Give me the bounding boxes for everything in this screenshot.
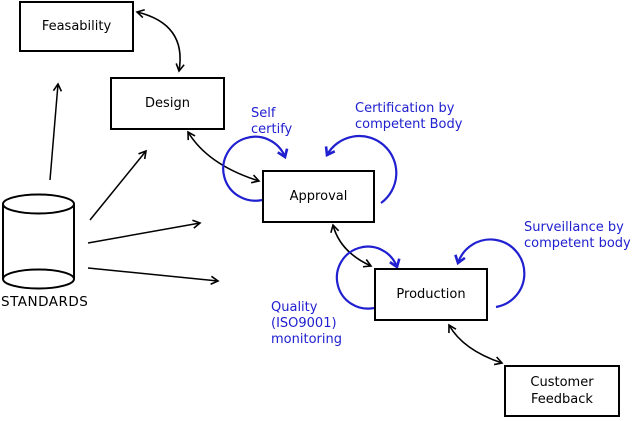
node-production-label: Production xyxy=(396,287,466,302)
arrow-production-customer xyxy=(448,323,504,366)
loop-self-certify xyxy=(222,135,285,202)
node-customer-feedback: Customer Feedback xyxy=(504,365,620,417)
node-approval: Approval xyxy=(262,170,375,223)
node-feasability-label: Feasability xyxy=(41,19,112,34)
node-approval-label: Approval xyxy=(289,189,348,204)
arrow-standards-to-approval xyxy=(87,219,202,244)
loop-certification xyxy=(327,134,398,204)
node-production: Production xyxy=(374,268,488,321)
standards-cylinder xyxy=(2,193,75,290)
loop-quality-monitoring xyxy=(335,245,397,310)
arrow-standards-to-feasability xyxy=(49,82,63,181)
annotation-self-certify: Self certify xyxy=(251,106,293,137)
loop-surveillance xyxy=(458,238,526,309)
standards-label: STANDARDS xyxy=(1,294,89,310)
node-design: Design xyxy=(110,77,225,130)
node-feasability: Feasability xyxy=(19,1,134,52)
arrow-feasability-design xyxy=(135,8,185,73)
arrow-standards-to-design xyxy=(89,149,148,221)
node-customer-feedback-label: Customer Feedback xyxy=(530,375,594,407)
arrow-standards-to-production xyxy=(87,267,220,286)
arrow-design-approval xyxy=(187,130,261,184)
arrow-approval-production xyxy=(330,223,373,268)
annotation-certification: Certification by competent Body xyxy=(355,101,463,132)
annotation-surveillance: Surveillance by competent body xyxy=(524,220,631,251)
annotation-quality-monitoring: Quality (ISO9001) monitoring xyxy=(271,300,342,347)
node-design-label: Design xyxy=(145,96,190,111)
